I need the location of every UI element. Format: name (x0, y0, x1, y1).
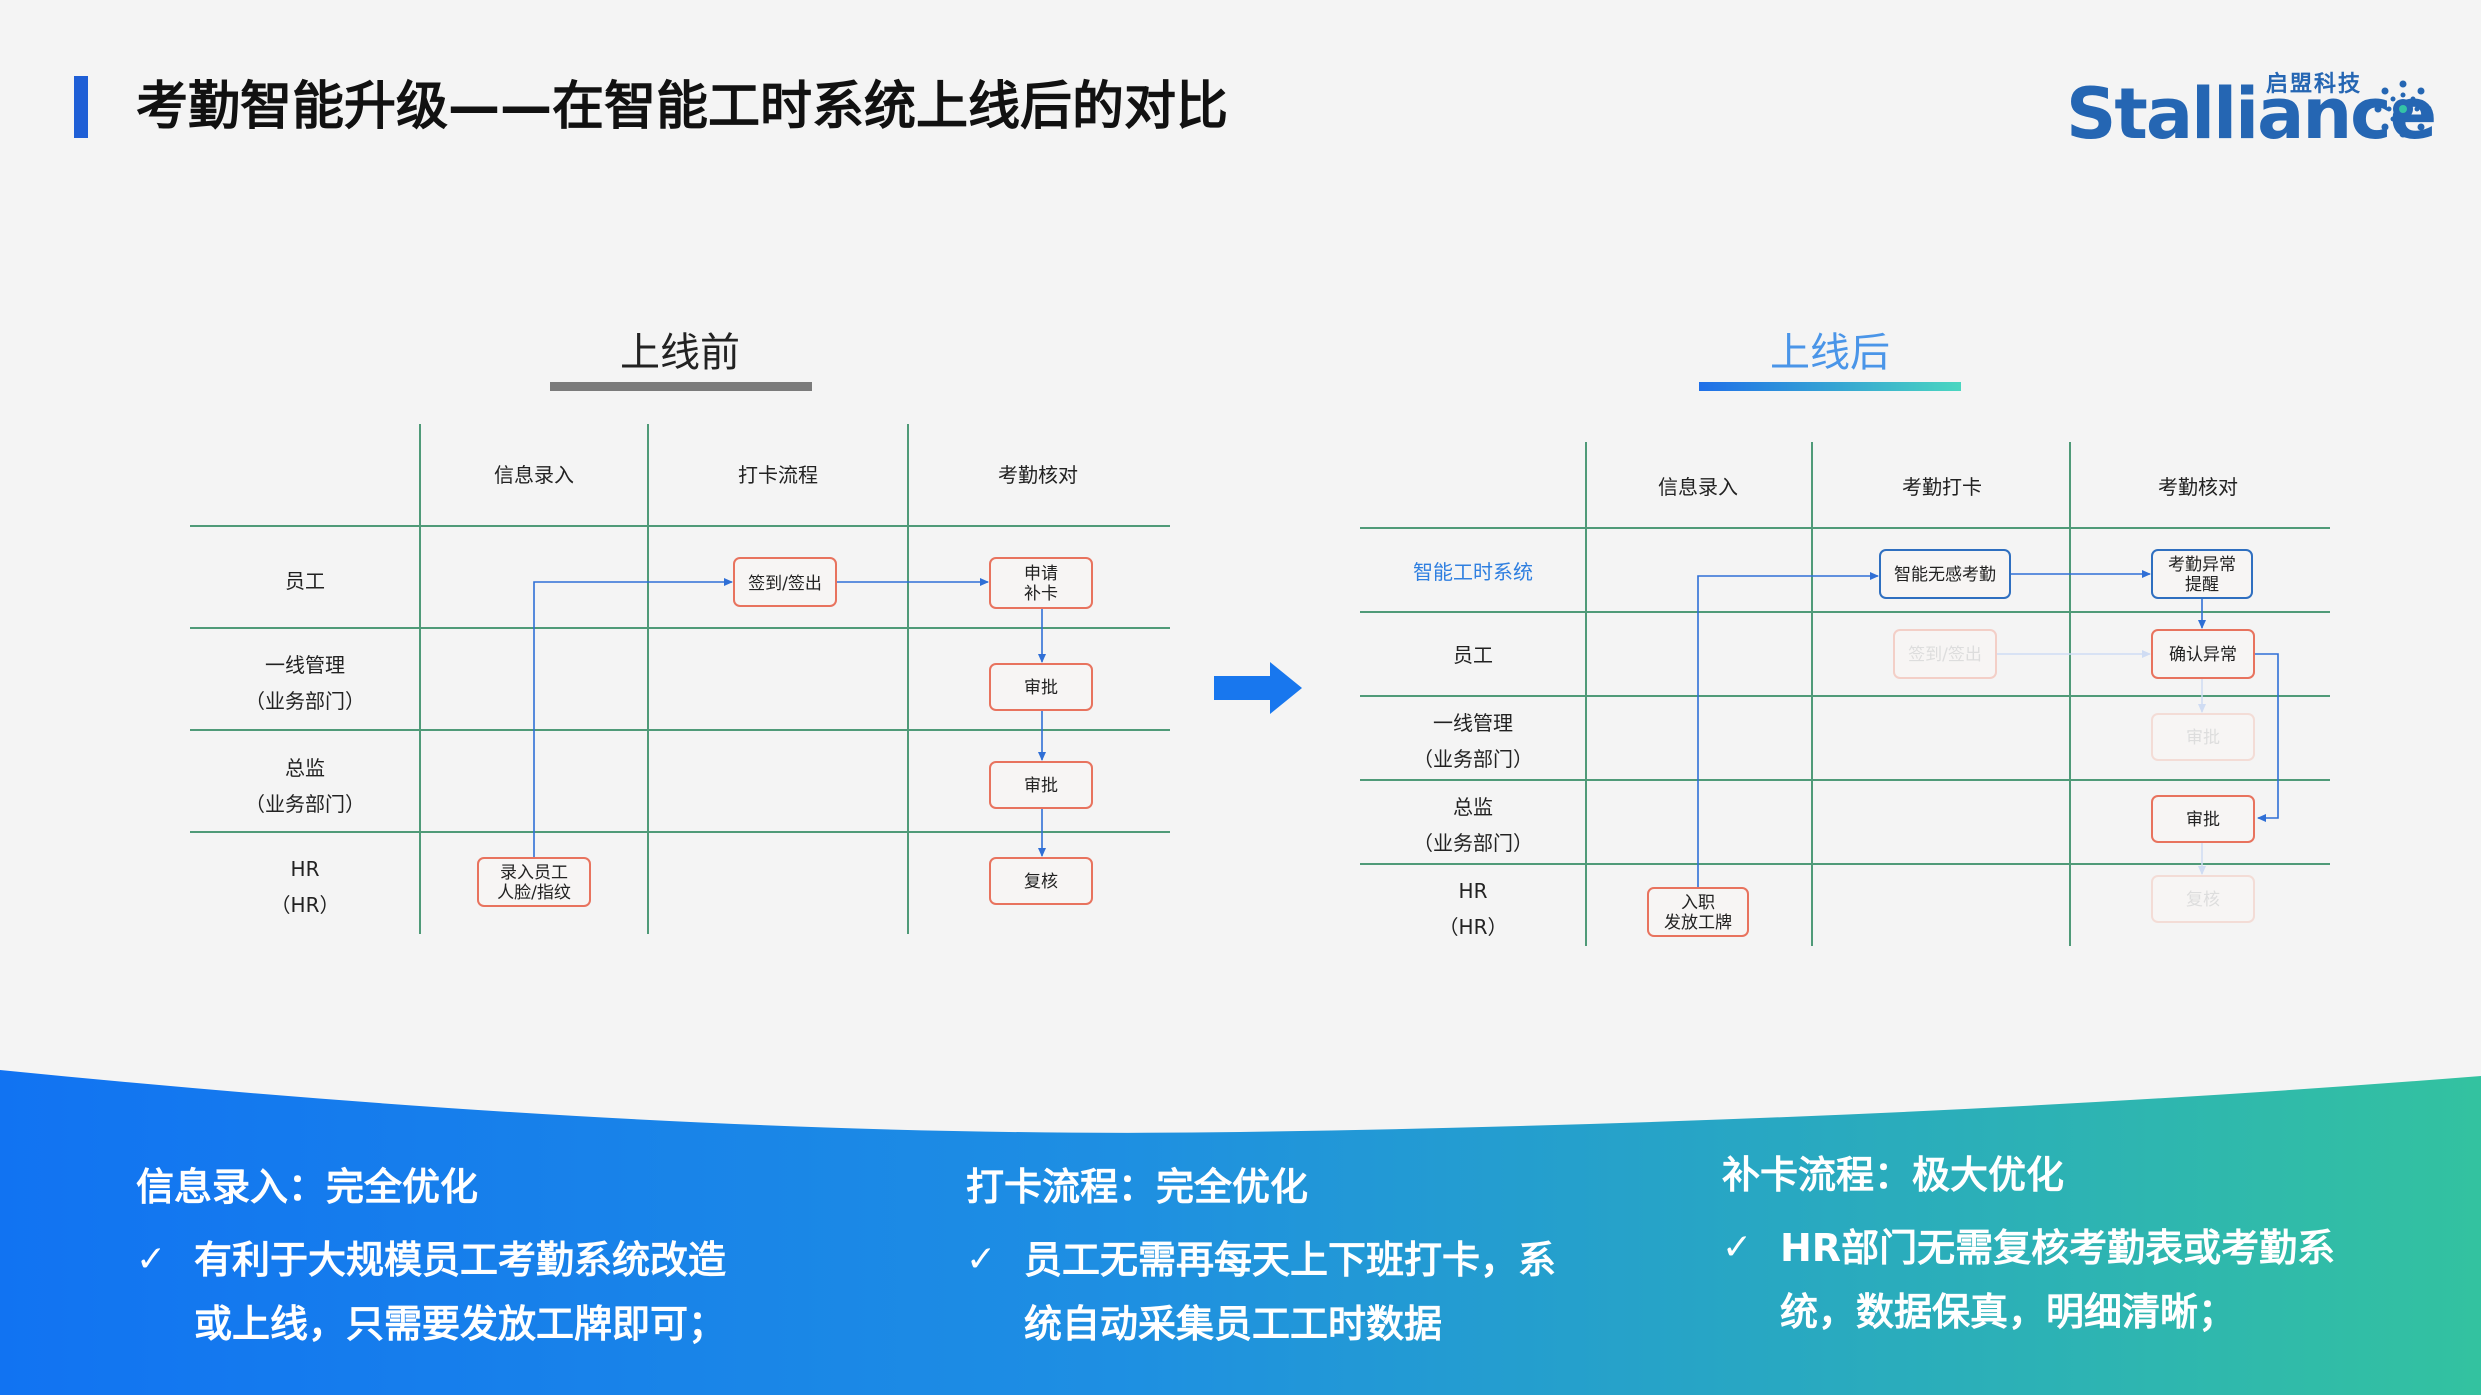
footer-text: 有利于大规模员工考勤系统改造或上线，只需要发放工牌即可； (194, 1238, 727, 1346)
checkmark-icon: ✓ (136, 1239, 167, 1280)
footer-column-makeup-flow: 补卡流程：极大优化 ✓ HR部门无需复核考勤表或考勤系统，数据保真，明细清晰； (1722, 1150, 2342, 1344)
before-row-label: 总监 (285, 756, 325, 780)
footer-heading: 补卡流程：极大优化 (1722, 1153, 2065, 1197)
before-node-enroll (477, 857, 591, 907)
after-row-label: （业务部门） (1413, 831, 1533, 855)
node-text: 签到/签出 (1908, 645, 1982, 665)
node-text: 审批 (1024, 776, 1058, 796)
before-row-label: HR (291, 857, 320, 881)
node-text: 考勤异常 (2168, 555, 2236, 575)
before-node-approve2 (989, 761, 1093, 809)
after-col-header: 信息录入 (1658, 475, 1738, 499)
node-text: 入职 (1681, 893, 1715, 913)
node-text: 智能无感考勤 (1894, 565, 1996, 585)
node-text: 发放工牌 (1664, 913, 1732, 933)
after-underline (1699, 382, 1961, 391)
footer-item: ✓ 员工无需再每天上下班打卡，系统自动采集员工工时数据 (966, 1228, 1566, 1356)
after-row-label: 员工 (1453, 643, 1493, 667)
before-underline (550, 382, 812, 391)
footer-item: ✓ 有利于大规模员工考勤系统改造或上线，只需要发放工牌即可； (136, 1228, 736, 1356)
before-node-review (989, 857, 1093, 905)
after-col-header: 考勤打卡 (1902, 475, 1982, 499)
checkmark-icon: ✓ (1722, 1227, 1753, 1268)
after-node-checkin-faded (1893, 629, 1997, 679)
footer-column-punch-flow: 打卡流程：完全优化 ✓ 员工无需再每天上下班打卡，系统自动采集员工工时数据 (966, 1162, 1566, 1356)
after-node-smart (1879, 549, 2011, 599)
node-text: 复核 (1024, 872, 1058, 892)
after-row-label: （业务部门） (1413, 747, 1533, 771)
after-row-label: HR (1459, 879, 1488, 903)
after-section-label: 上线后 (1770, 330, 1890, 376)
after-node-onboard (1647, 887, 1749, 937)
before-node-approve1 (989, 663, 1093, 711)
footer-item: ✓ HR部门无需复核考勤表或考勤系统，数据保真，明细清晰； (1722, 1216, 2342, 1344)
title-accent-bar (74, 76, 88, 138)
after-node-review-faded (2151, 875, 2255, 923)
before-swimlane-diagram: 信息录入 打卡流程 考勤核对 员工 一线管理 （业务部门） 总监 （业务部门） … (190, 424, 1170, 934)
node-text: 提醒 (2185, 575, 2219, 595)
before-row-label: 一线管理 (265, 653, 345, 677)
after-node-remind (2151, 549, 2253, 599)
before-col-header: 打卡流程 (738, 463, 818, 487)
before-row-label: （业务部门） (245, 792, 365, 816)
node-text: 审批 (1024, 678, 1058, 698)
checkmark-icon: ✓ (966, 1239, 997, 1280)
node-text: 审批 (2186, 810, 2220, 830)
before-row-label: （HR） (271, 893, 340, 917)
node-text: 签到/签出 (748, 574, 822, 594)
footer-heading: 信息录入：完全优化 (136, 1165, 479, 1209)
before-col-header: 考勤核对 (998, 463, 1078, 487)
after-swimlane-diagram: 信息录入 考勤打卡 考勤核对 智能工时系统 员工 一线管理 （业务部门） 总监 … (1360, 442, 2330, 946)
before-col-header: 信息录入 (494, 463, 574, 487)
before-node-apply (989, 557, 1093, 609)
logo-chinese-name: 启盟科技 (2266, 72, 2363, 97)
node-text: 确认异常 (2169, 645, 2237, 665)
logo-gear-icon (2374, 80, 2432, 138)
after-row-label-system: 智能工时系统 (1413, 560, 1533, 584)
footer-heading: 打卡流程：完全优化 (966, 1165, 1309, 1209)
logo-wordmark: Stalliance (2066, 73, 2437, 155)
node-text: 复核 (2186, 890, 2220, 910)
before-node-checkin (733, 557, 837, 607)
footer-text: 员工无需再每天上下班打卡，系统自动采集员工工时数据 (1024, 1238, 1557, 1346)
after-node-approve-faded (2151, 713, 2255, 761)
after-row-label: （HR） (1439, 915, 1508, 939)
after-node-confirm (2151, 629, 2255, 679)
before-row-label: 员工 (285, 569, 325, 593)
node-text: 申请 (1024, 564, 1058, 584)
before-row-label: （业务部门） (245, 689, 365, 713)
node-text: 人脸/指纹 (497, 883, 571, 903)
after-row-label: 总监 (1453, 795, 1493, 819)
before-section-label: 上线前 (620, 330, 740, 376)
node-text: 审批 (2186, 728, 2220, 748)
node-text: 补卡 (1024, 584, 1058, 604)
transition-arrow-icon (1214, 662, 1302, 714)
after-node-approve (2151, 795, 2255, 843)
page-title: 考勤智能升级——在智能工时系统上线后的对比 (136, 77, 1229, 137)
after-row-label: 一线管理 (1433, 711, 1513, 735)
after-col-header: 考勤核对 (2158, 475, 2238, 499)
company-logo: Stalliance 启盟科技 (2066, 66, 2437, 155)
footer-column-info-entry: 信息录入：完全优化 ✓ 有利于大规模员工考勤系统改造或上线，只需要发放工牌即可； (136, 1162, 736, 1356)
footer-gradient-wave (0, 1070, 2481, 1395)
node-text: 录入员工 (500, 863, 568, 883)
footer-text: HR部门无需复核考勤表或考勤系统，数据保真，明细清晰； (1780, 1226, 2336, 1334)
